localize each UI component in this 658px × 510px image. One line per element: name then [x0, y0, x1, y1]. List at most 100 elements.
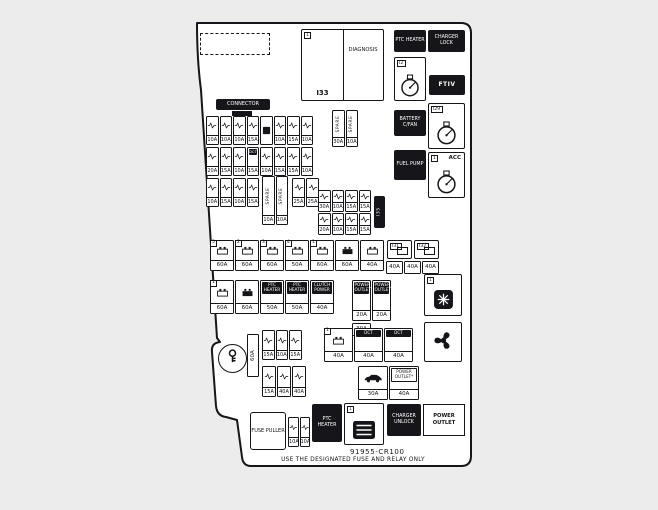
fuse-cell: 15A [246, 116, 259, 145]
fuse-element-icon [275, 117, 286, 135]
battery-dark-icon [236, 281, 258, 303]
compressor-relay-box: 1 [424, 274, 462, 316]
fuse-element-icon [373, 295, 390, 310]
heater-grid-icon [345, 420, 383, 440]
battery-icon [211, 241, 233, 260]
compressor-icon [425, 289, 461, 310]
ignition-key-icon [224, 348, 241, 369]
fuse-element-icon [333, 191, 344, 202]
battery-icon [211, 281, 233, 303]
fuse-rating: 40A [293, 386, 305, 396]
fuse-cell: 10A [300, 147, 313, 176]
fuse-cell: 15A [345, 213, 358, 235]
fuse-cell: 10A [233, 147, 246, 176]
fuse-cell: 15A [262, 330, 275, 360]
acc-relay-label: ACC [448, 155, 461, 161]
fuse-rating: 10A [276, 349, 287, 359]
fuse-rating: 50A [286, 303, 308, 313]
fuse-rating: 15A [247, 165, 258, 175]
module-label: I33 [302, 30, 344, 100]
dark-icon [261, 117, 272, 144]
battery-icon [311, 241, 333, 260]
fuse-element-icon [263, 331, 274, 350]
fuse-label: SPARE [279, 178, 285, 214]
fuse-element-icon [289, 418, 298, 437]
fuse-rating: 10A [332, 201, 343, 211]
key-fuse-rating: 60A [247, 334, 259, 377]
fuse-rating: 40A [405, 262, 420, 273]
fuse-position-number: 1 [210, 280, 217, 287]
fuse-rating: 25A [293, 196, 304, 206]
fuse-puller-box: FUSE PULLER [250, 412, 286, 450]
battery-icon [236, 241, 258, 260]
fuse-rating: 25A [307, 196, 318, 206]
fuse-rating: 30A [359, 389, 387, 399]
fuse-position-number: 3 [260, 240, 267, 247]
fuse-element-icon [234, 148, 245, 166]
fuse-cell: 15A [287, 116, 300, 145]
fuse-cell: 60A [335, 240, 359, 271]
connector-stub [232, 111, 252, 116]
ftiv-relay-label: FTIV [429, 75, 465, 95]
fuse-cell: 40A [277, 366, 291, 397]
fuse-rating: 10A [261, 165, 272, 175]
fuse-element-icon [346, 191, 357, 202]
fuse-rating: 10A [220, 134, 231, 144]
fuse-rating: 20A [373, 310, 390, 320]
relay-circle-icon [429, 170, 464, 195]
fuse-cell: 10A [260, 147, 273, 176]
battery-cooling-fan-relay-label: BATTERY C/FAN [394, 110, 426, 136]
fuse-cell: 30A [358, 366, 388, 400]
fuse-rating: 10A [207, 196, 218, 206]
fuse-label: POWER OUTLET [354, 282, 371, 294]
fuse-element-icon [248, 179, 259, 197]
fuse-label: DCT [356, 330, 381, 337]
fuse-rating: 15A [359, 224, 370, 234]
fuse-rating: 40A [355, 351, 382, 361]
fuse-rating: 20A [353, 310, 370, 320]
relay-terminal-icon [424, 247, 435, 255]
fuse-element-icon [248, 156, 259, 165]
fuse-rating: 15A [288, 134, 299, 144]
fuse-cell: 10A [300, 116, 313, 145]
fuse-element-icon [286, 295, 308, 303]
relay-i32-label: I32 [416, 242, 429, 251]
fuse-rating: 60A [211, 260, 233, 270]
module-number: 1 [303, 31, 312, 40]
relay-i32-box: I32 [414, 240, 439, 259]
fuse-rating: 15A [263, 386, 275, 396]
ptc-heater-relay-label: PTC HEATER [394, 30, 426, 52]
fuse-label: CLUTCH POWER [312, 282, 332, 294]
fuse-element-icon [234, 117, 245, 135]
fuse-rating: 30A [333, 136, 344, 146]
relay-circle-icon [429, 121, 464, 146]
fuse-element-icon [221, 117, 232, 135]
charger-unlock-label: CHARGER UNLOCK [387, 404, 421, 436]
fuse-position-number: 2 [235, 240, 242, 247]
fuse-label: SPARE [335, 112, 341, 136]
fuse-cell: 15A [287, 147, 300, 176]
fuse-element-icon [302, 117, 313, 135]
ptc-heater-bottom-label: PTC HEATER [312, 404, 342, 442]
fuse-position-number: 1 [324, 328, 331, 335]
fuse-rating: 60A [236, 260, 258, 270]
fuse-cell: 20A [206, 147, 219, 176]
fuse-cell: 2 60A [235, 240, 259, 271]
fuse-rating: 40A [387, 262, 402, 273]
fuse-rating: 15A [263, 349, 274, 359]
fuse-cell: 40A [386, 261, 403, 274]
fuse-element-icon [333, 214, 344, 225]
fuse-rating: 10A [263, 214, 274, 224]
fuse-label: SPARE [349, 112, 355, 136]
fuse-dct: DCT 40A [354, 328, 383, 362]
fuse-cell: 15A [219, 147, 232, 176]
fuse-power-outlet-: POWER OUTLET*40A [389, 366, 419, 400]
fuse-element-icon [360, 191, 371, 202]
relay-acc-box: 1 ACC [428, 152, 465, 198]
